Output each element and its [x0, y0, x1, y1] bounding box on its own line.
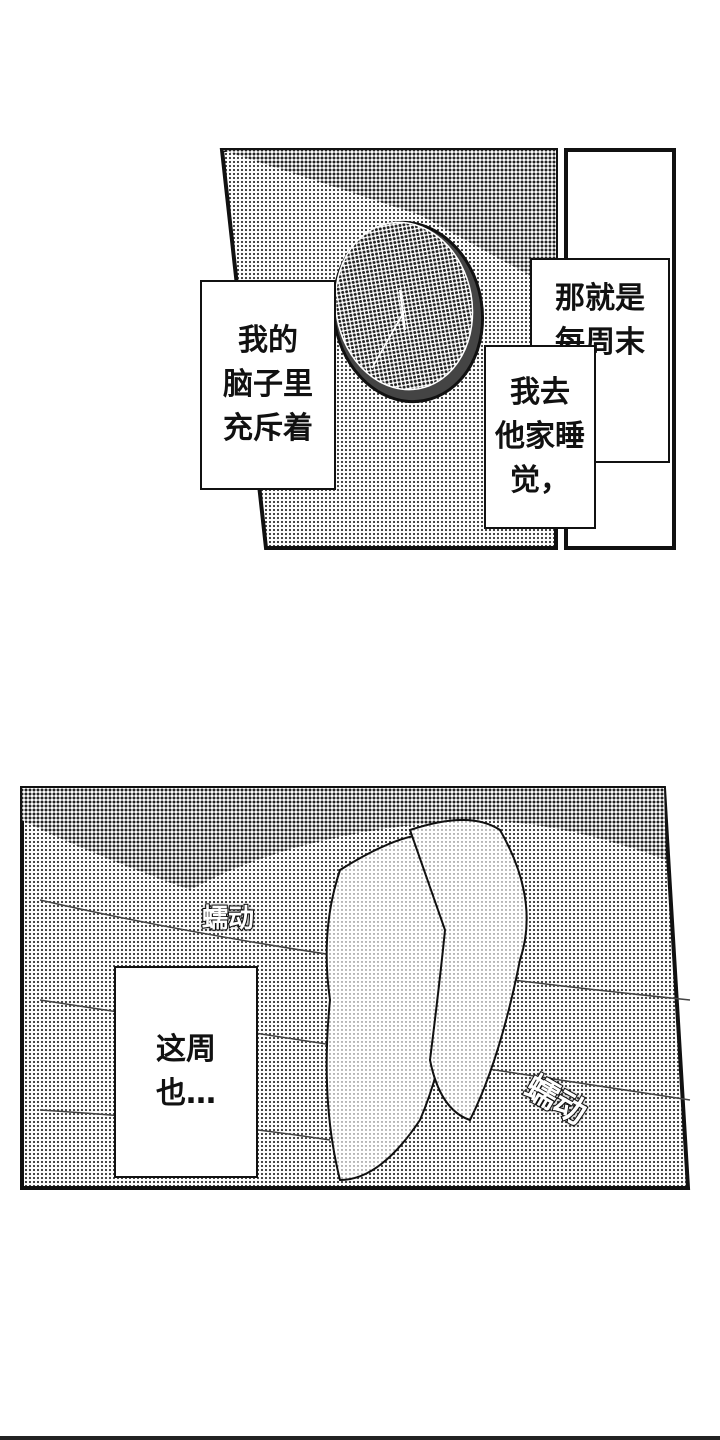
- foot: [408, 819, 528, 1122]
- wall-clock: [331, 220, 485, 404]
- caption-text: 我的 脑子里 充斥着: [223, 323, 313, 446]
- caption-box: 我去 他家睡 觉，: [484, 345, 596, 529]
- caption-text: 我去 他家睡 觉，: [495, 375, 585, 498]
- caption-text: 这周 也…: [156, 1032, 216, 1111]
- caption-box: 这周 也…: [114, 966, 258, 1178]
- page-divider: [0, 1436, 720, 1440]
- caption-box: 我的 脑子里 充斥着: [200, 280, 336, 490]
- caption-text: 那就是 每周末: [555, 280, 645, 360]
- sound-effect: 蠕动: [201, 903, 255, 935]
